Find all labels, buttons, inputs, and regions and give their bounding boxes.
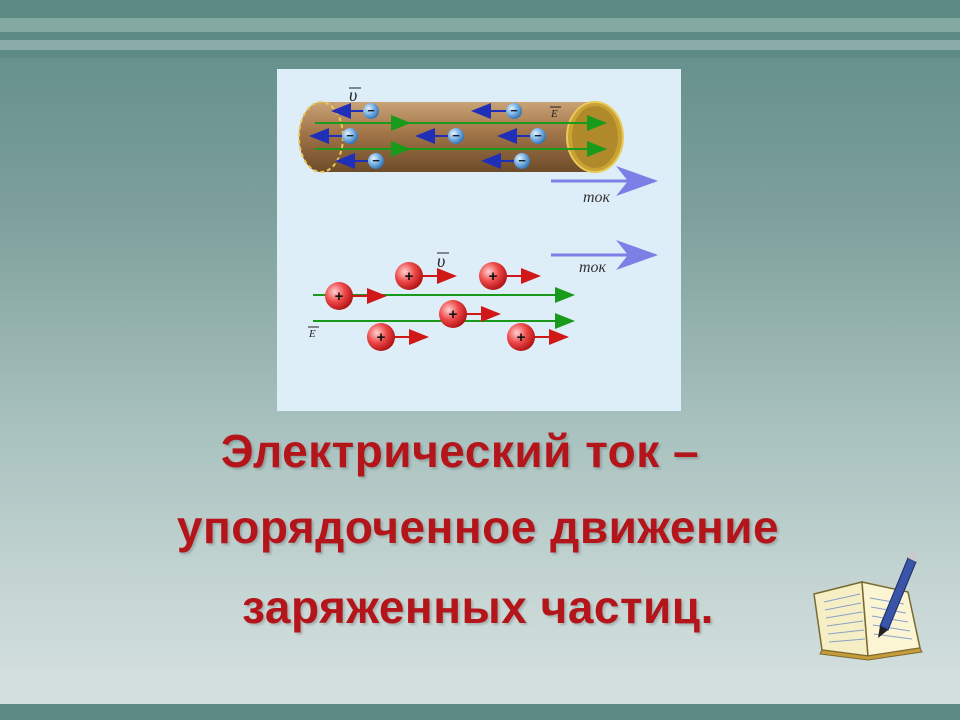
electron <box>514 153 530 169</box>
svg-text:+: + <box>405 268 414 285</box>
positive-ion <box>325 282 353 310</box>
electron <box>506 103 522 119</box>
positive-ion <box>479 262 507 290</box>
svg-text:+: + <box>489 268 498 285</box>
svg-text:+: + <box>449 306 458 323</box>
velocity-label-top: υ <box>349 85 357 105</box>
svg-text:+: + <box>517 329 526 346</box>
electron <box>342 128 358 144</box>
open-book-with-pen-icon <box>808 552 928 664</box>
electron <box>363 103 379 119</box>
current-label-bottom: ток <box>579 259 607 276</box>
header-stripe-light <box>0 40 960 50</box>
field-label-bottom: E <box>308 328 316 340</box>
positive-ions: + + + + + + <box>325 262 569 351</box>
svg-text:+: + <box>377 329 386 346</box>
footer-bar <box>0 704 960 720</box>
svg-text:−: − <box>510 103 518 118</box>
svg-text:+: + <box>335 288 344 305</box>
slide-title-line-2: упорядоченное движение <box>176 501 780 553</box>
svg-text:−: − <box>372 153 380 168</box>
electron <box>448 128 464 144</box>
current-label-top: ток <box>583 189 611 206</box>
electrons: − − − − − − − <box>309 103 546 169</box>
svg-text:−: − <box>534 128 542 143</box>
positive-ion <box>507 323 535 351</box>
footer-band <box>0 668 960 704</box>
velocity-label-bottom: υ <box>437 251 445 271</box>
field-lines-wire <box>315 115 607 157</box>
current-diagram-panel: − − − − − − − υ E ток <box>277 69 681 411</box>
positive-ion <box>395 262 423 290</box>
electron <box>368 153 384 169</box>
svg-text:−: − <box>452 128 460 143</box>
svg-text:−: − <box>346 128 354 143</box>
header-stripe <box>0 18 960 32</box>
field-label-top: E <box>550 108 558 120</box>
electron <box>530 128 546 144</box>
slide-title-line-3: заряженных частиц. <box>242 581 714 633</box>
positive-ion <box>367 323 395 351</box>
svg-text:−: − <box>518 153 526 168</box>
positive-ion <box>439 300 467 328</box>
svg-text:−: − <box>367 103 375 118</box>
slide-title-line-1: Электрический ток – <box>220 425 700 477</box>
